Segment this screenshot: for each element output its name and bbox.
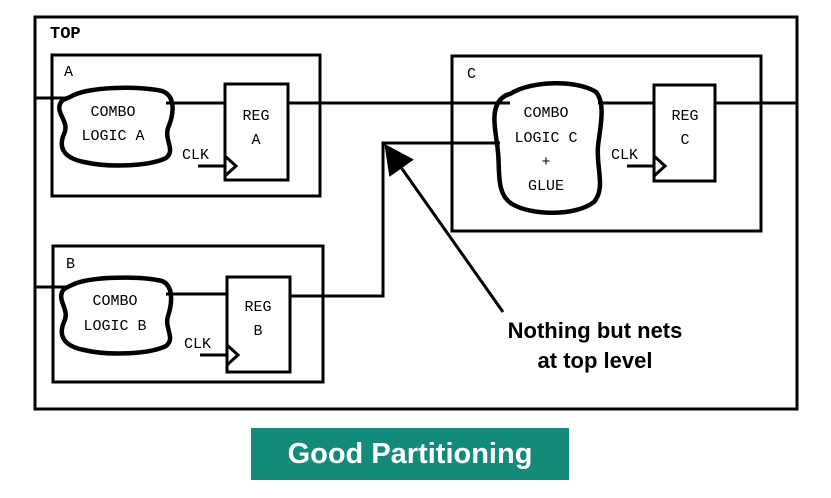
- reg-b-line1: REG: [244, 299, 271, 316]
- combo-logic-a-line1: COMBO: [90, 104, 135, 121]
- reg-a-box: [223, 82, 290, 182]
- reg-b-clk-label: CLK: [184, 336, 211, 353]
- reg-b-clk-triangle: [225, 343, 241, 367]
- combo-logic-c-line2: LOGIC C: [514, 130, 577, 147]
- annotation-arrow: [384, 143, 505, 313]
- module-c-label: C: [467, 66, 476, 83]
- reg-c-line1: REG: [671, 108, 698, 125]
- top-module-label: TOP: [50, 25, 81, 44]
- combo-logic-c-line1: COMBO: [523, 105, 568, 122]
- top-module-box: [33, 15, 799, 411]
- module-a-label: A: [64, 64, 73, 81]
- annotation-line2: at top level: [538, 348, 653, 373]
- module-a-box: [50, 53, 322, 198]
- combo-logic-c-line4: GLUE: [528, 178, 564, 195]
- combo-logic-b-blob: [58, 275, 174, 356]
- module-b-label: B: [66, 256, 75, 273]
- module-b-box: [51, 244, 325, 384]
- reg-c-box: [652, 83, 717, 183]
- combo-logic-a-blob: [57, 85, 175, 168]
- reg-c-clk-label: CLK: [611, 147, 638, 164]
- reg-c-line2: C: [680, 132, 689, 149]
- reg-b-box: [225, 275, 292, 374]
- reg-a-line2: A: [251, 132, 260, 149]
- reg-c-clk-triangle: [652, 154, 668, 178]
- reg-b-line2: B: [253, 323, 262, 340]
- net-reg-b-to-c: [290, 141, 500, 298]
- combo-logic-b-line1: COMBO: [92, 293, 137, 310]
- combo-logic-c-line3: +: [541, 154, 550, 171]
- caption-banner: Good Partitioning: [251, 428, 569, 480]
- reg-a-line1: REG: [242, 108, 269, 125]
- combo-logic-c-blob: [492, 81, 604, 215]
- reg-a-clk-triangle: [223, 154, 239, 178]
- combo-logic-b-line2: LOGIC B: [83, 318, 146, 335]
- annotation-line1: Nothing but nets: [508, 318, 683, 343]
- combo-logic-a-line2: LOGIC A: [81, 128, 144, 145]
- reg-a-clk-label: CLK: [182, 147, 209, 164]
